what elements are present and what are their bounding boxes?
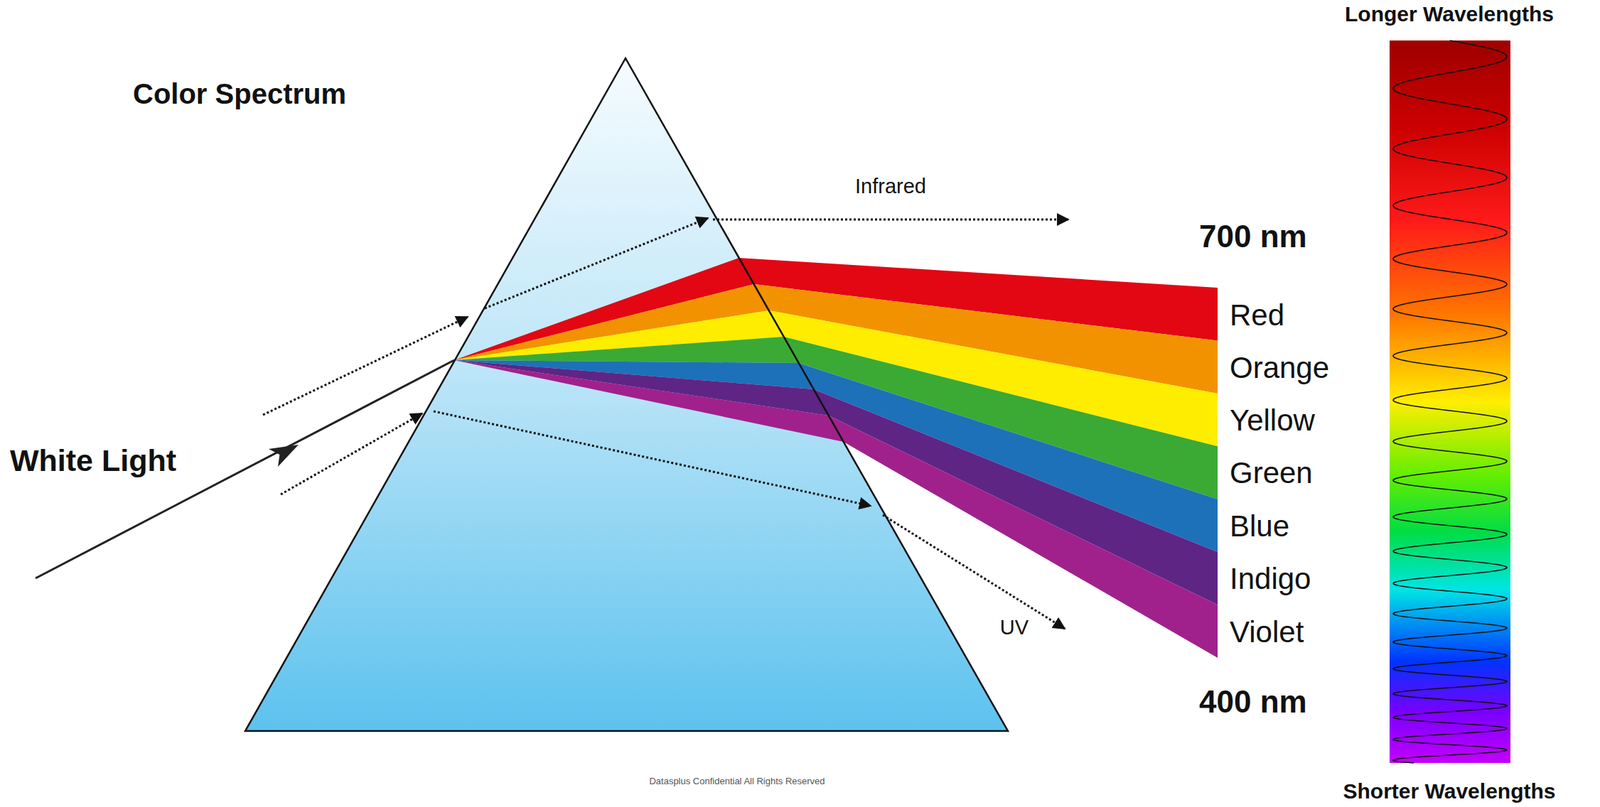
ray-label: White Light — [9, 443, 177, 479]
color-name: Yellow — [1229, 403, 1315, 438]
wavelength-bar — [1389, 40, 1511, 764]
uv-ray-out — [882, 515, 1065, 630]
prism-outline — [245, 58, 1008, 732]
color-name: Violet — [1229, 615, 1304, 650]
ray-label: UV — [1000, 616, 1029, 640]
infrared-ray-out — [712, 218, 1069, 222]
ray-label: Infrared — [855, 174, 927, 199]
color-name: Blue — [1229, 509, 1290, 544]
diagram-title: Color Spectrum — [132, 77, 347, 111]
color-name: Green — [1229, 456, 1313, 491]
white-light-arrowhead — [268, 444, 299, 467]
axis-label: Shorter Wavelengths — [1343, 779, 1556, 805]
infrared-ray-in — [262, 317, 468, 416]
infrared-ray-inside — [484, 218, 708, 309]
uv-ray-in — [280, 413, 423, 495]
color-name: Red — [1229, 298, 1285, 333]
color-name: Orange — [1229, 351, 1330, 386]
wavelength-value: 400 nm — [1199, 684, 1308, 721]
color-name: Indigo — [1229, 562, 1311, 597]
axis-label: Longer Wavelengths — [1344, 2, 1554, 28]
uv-ray — [280, 411, 1065, 630]
uv-ray-inside — [433, 411, 871, 507]
wavelength-wave — [1393, 40, 1507, 764]
infrared-ray — [262, 218, 1069, 416]
violet-band — [454, 360, 1218, 659]
wavelength-value: 700 nm — [1199, 218, 1308, 256]
watermark: Datasplus Confidential All Rights Reserv… — [648, 776, 825, 788]
spectrum-bands — [454, 258, 1218, 659]
